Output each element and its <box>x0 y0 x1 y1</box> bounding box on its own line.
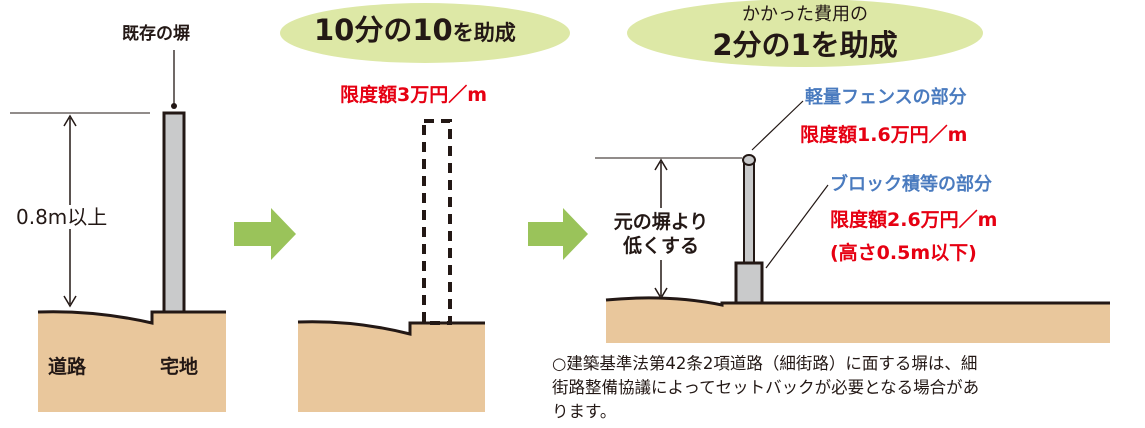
bubble-number-1: 10 <box>314 13 355 47</box>
block-height-note: (高さ0.5m以下) <box>830 242 977 264</box>
ground-panel3 <box>606 297 1110 343</box>
existing-wall <box>162 111 186 314</box>
ground-line-panel1 <box>37 310 226 325</box>
existing-wall-label: 既存の塀 <box>122 24 190 44</box>
setback-note-line3: ります。 <box>552 402 617 421</box>
bubble-half <box>627 0 983 67</box>
height-label: 0.8m以上 <box>13 205 111 229</box>
bubble-number-2: 10 <box>412 13 453 47</box>
removed-wall-outline <box>422 119 452 325</box>
bubble-fraction-word: 分の <box>354 13 413 47</box>
ground-line-panel3 <box>605 296 1110 307</box>
setback-note-line1: ○建築基準法第42条2項道路（細街路）に面する塀は、細 <box>552 354 978 373</box>
lower-label-line1: 元の塀より <box>613 211 709 233</box>
setback-note-line2: 街路整備協議によってセットバックが必要となる場合があ <box>552 378 980 397</box>
lower-than-original-label: 元の塀より 低くする <box>600 208 722 260</box>
right-arrow-icon <box>234 208 296 260</box>
block-callout-line <box>765 184 829 269</box>
block-limit: 限度額2.6万円／m <box>830 209 998 231</box>
callout-dot-icon <box>171 103 177 109</box>
bubble-subsidy-word: を助成 <box>452 21 516 45</box>
limit-3man-per-m: 限度額3万円／m <box>340 84 488 106</box>
lightweight-fence-post <box>743 160 755 264</box>
fence-part-label: 軽量フェンスの部分 <box>805 87 967 108</box>
setback-note: ○建築基準法第42条2項道路（細街路）に面する塀は、細 街路整備協議によってセッ… <box>552 352 979 424</box>
bubble-half-line1: かかった費用の <box>742 4 868 25</box>
block-base <box>734 261 764 305</box>
lower-label-line2: 低くする <box>622 235 699 257</box>
ground-panel2 <box>298 321 485 412</box>
lot-label: 宅地 <box>160 356 199 378</box>
road-label: 道路 <box>48 356 87 378</box>
ground-line-panel2 <box>297 320 485 336</box>
bubble-10-of-10 <box>280 3 570 63</box>
bubble-10-of-10-text: 10分の10を助成 <box>314 16 516 45</box>
fence-post-cap <box>742 154 756 166</box>
right-arrow-icon <box>528 208 588 260</box>
fence-limit: 限度額1.6万円／m <box>800 124 968 146</box>
ground-panel1 <box>38 311 226 412</box>
block-part-label: ブロック積等の部分 <box>830 174 992 195</box>
removed-wall-space <box>424 121 450 323</box>
fence-callout-line <box>751 100 804 151</box>
bubble-half-line2: 2分の1を助成 <box>712 28 898 62</box>
